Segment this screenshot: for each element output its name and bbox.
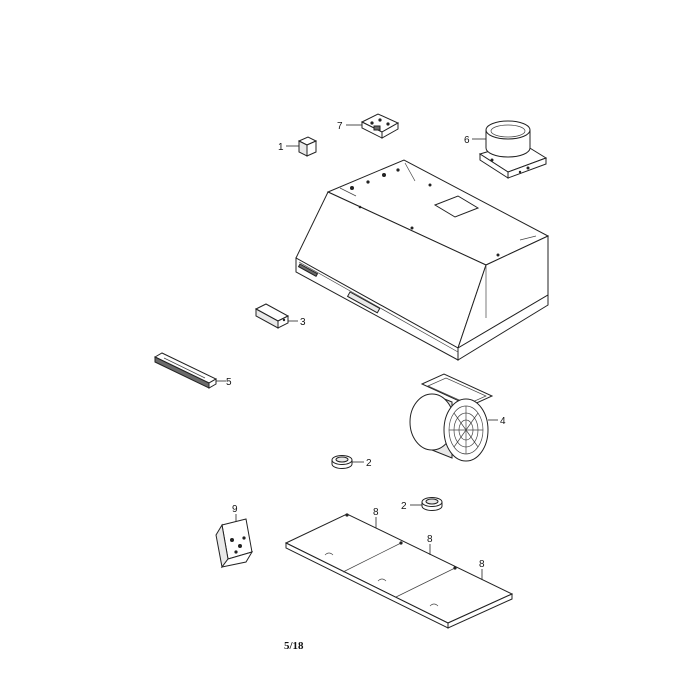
- callout-8-a: 8: [373, 507, 379, 518]
- callout-5: 5: [226, 377, 232, 388]
- callout-2-right: 2: [401, 501, 407, 512]
- duct-collar-part-6: [472, 120, 548, 179]
- callout-3: 3: [300, 317, 306, 328]
- page-number: 5/18: [284, 640, 304, 652]
- transformer-box-part-1: [286, 136, 318, 157]
- round-cap-part-2-right: [410, 497, 443, 511]
- callout-9: 9: [232, 504, 238, 515]
- filter-panels-part-8: [284, 513, 514, 629]
- callout-4: 4: [500, 416, 506, 427]
- range-hood-body: [295, 159, 550, 361]
- callout-2-left: 2: [366, 458, 372, 469]
- callout-8-c: 8: [479, 559, 485, 570]
- switch-assembly-part-7: [346, 113, 400, 139]
- callout-6: 6: [464, 135, 470, 146]
- blower-motor-part-4: [409, 373, 498, 462]
- light-bar-part-5: [153, 352, 226, 389]
- round-cap-part-2-left: [331, 455, 364, 469]
- control-module-part-3: [254, 303, 298, 329]
- callout-1: 1: [278, 142, 284, 153]
- callout-8-b: 8: [427, 534, 433, 545]
- callout-7: 7: [337, 121, 343, 132]
- mounting-bracket-part-9: [215, 514, 254, 569]
